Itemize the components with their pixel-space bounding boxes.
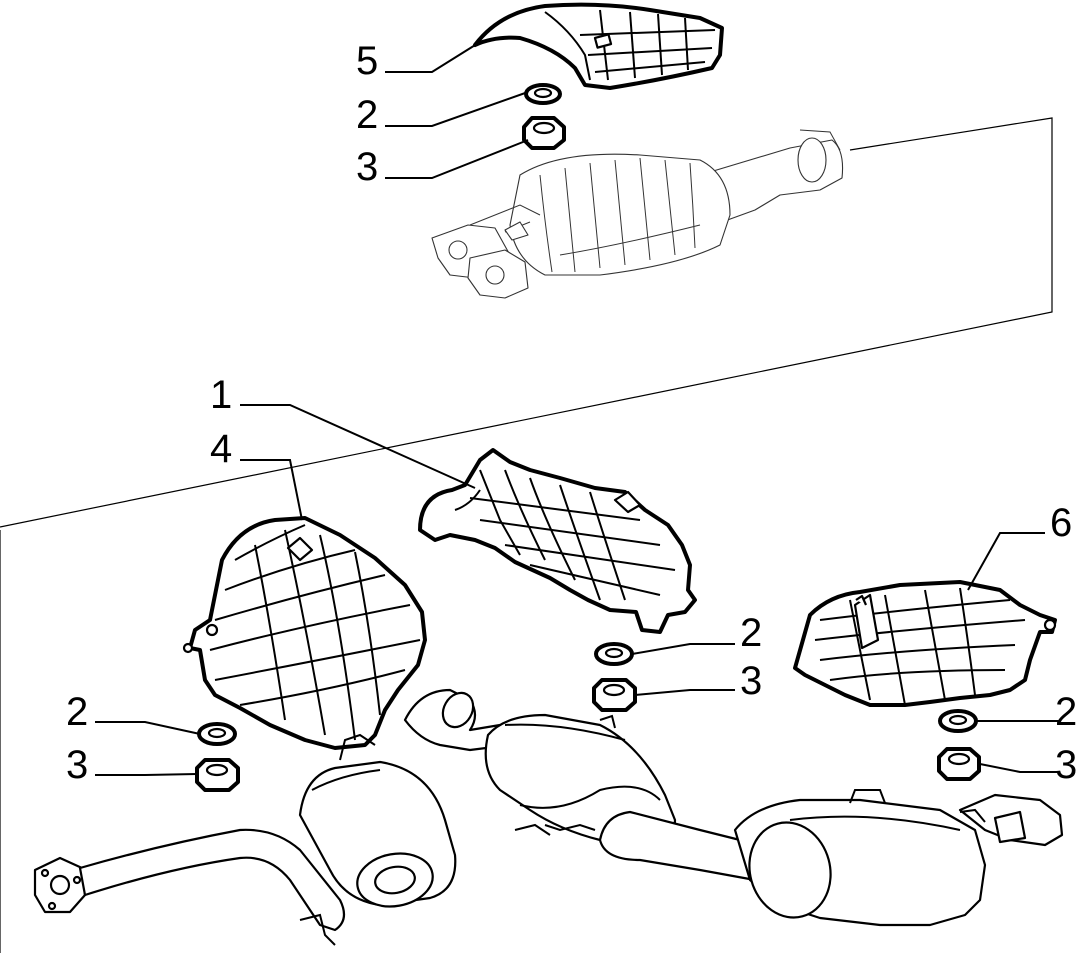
leader-lines [95,41,1060,776]
washer-center [594,642,634,666]
callout-6: 6 [1050,501,1072,545]
heat-shield-1 [418,448,697,634]
section-frame [0,117,1053,953]
washer-right [938,709,978,733]
catalytic-converter [431,129,844,299]
callout-1: 1 [210,373,232,417]
callout-3-right: 3 [1055,743,1077,787]
callout-3-top: 3 [356,145,378,189]
callout-5: 5 [356,39,378,83]
washer-top [524,83,562,105]
callout-2-top: 2 [356,93,378,137]
washer-left [197,722,237,746]
heat-shield-4 [182,516,427,750]
exhaust-pipe-system [33,688,1064,946]
nut-right [937,747,981,781]
callout-3-center: 3 [740,659,762,703]
callout-labels: 5 2 3 1 4 6 2 3 2 3 2 3 [66,39,1077,787]
callout-3-left: 3 [66,743,88,787]
nut-left [195,758,240,792]
nut-top [522,116,566,150]
callout-4: 4 [210,427,232,471]
nut-center [592,678,637,712]
callout-2-left: 2 [66,690,88,734]
heat-shield-5 [473,2,724,90]
heat-shield-6 [793,580,1057,707]
callout-2-right: 2 [1055,690,1077,734]
callout-2-center: 2 [740,611,762,655]
